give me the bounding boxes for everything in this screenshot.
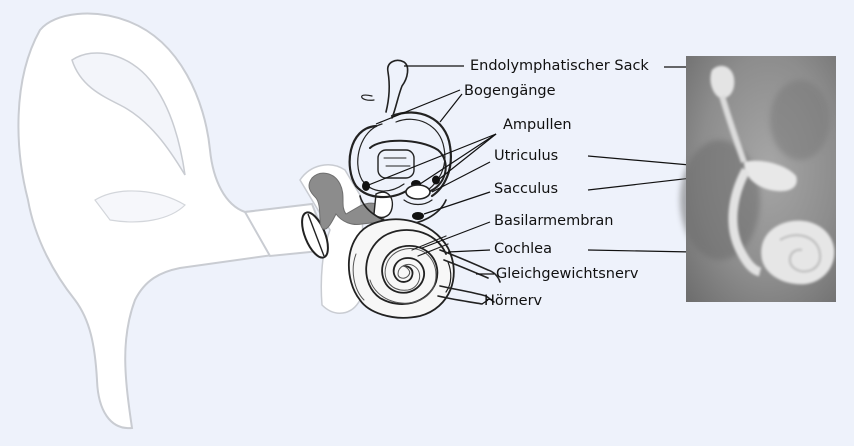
- leader-ampulla-3: [438, 134, 496, 180]
- label-auditory-nerve: Hörnerv: [484, 294, 542, 309]
- label-cochlea: Cochlea: [494, 242, 552, 257]
- endolymphatic-sac-icon: [386, 60, 408, 118]
- leader-utricle: [432, 162, 490, 192]
- leader-cochlea: [448, 250, 490, 252]
- saccule-icon: [412, 212, 424, 220]
- leader-ampulla-2: [420, 134, 496, 184]
- leader-semicircular-canals-b: [440, 94, 462, 122]
- photo-cochlea: [761, 221, 834, 285]
- labyrinth-photo: [680, 56, 836, 302]
- label-utricle: Utriculus: [494, 149, 558, 164]
- inner-ear: [349, 60, 500, 317]
- label-endolymphatic-sac: Endolymphatischer Sack: [470, 59, 649, 74]
- label-saccule: Sacculus: [494, 182, 558, 197]
- label-vestibular-nerve: Gleichgewichtsnerv: [496, 267, 638, 282]
- label-ampullae: Ampullen: [503, 118, 572, 133]
- cochlea-icon: [349, 219, 454, 318]
- label-basilar-membrane: Basilarmembran: [494, 214, 613, 229]
- utricle-icon: [406, 185, 430, 199]
- label-semicircular-canals: Bogengänge: [464, 84, 556, 99]
